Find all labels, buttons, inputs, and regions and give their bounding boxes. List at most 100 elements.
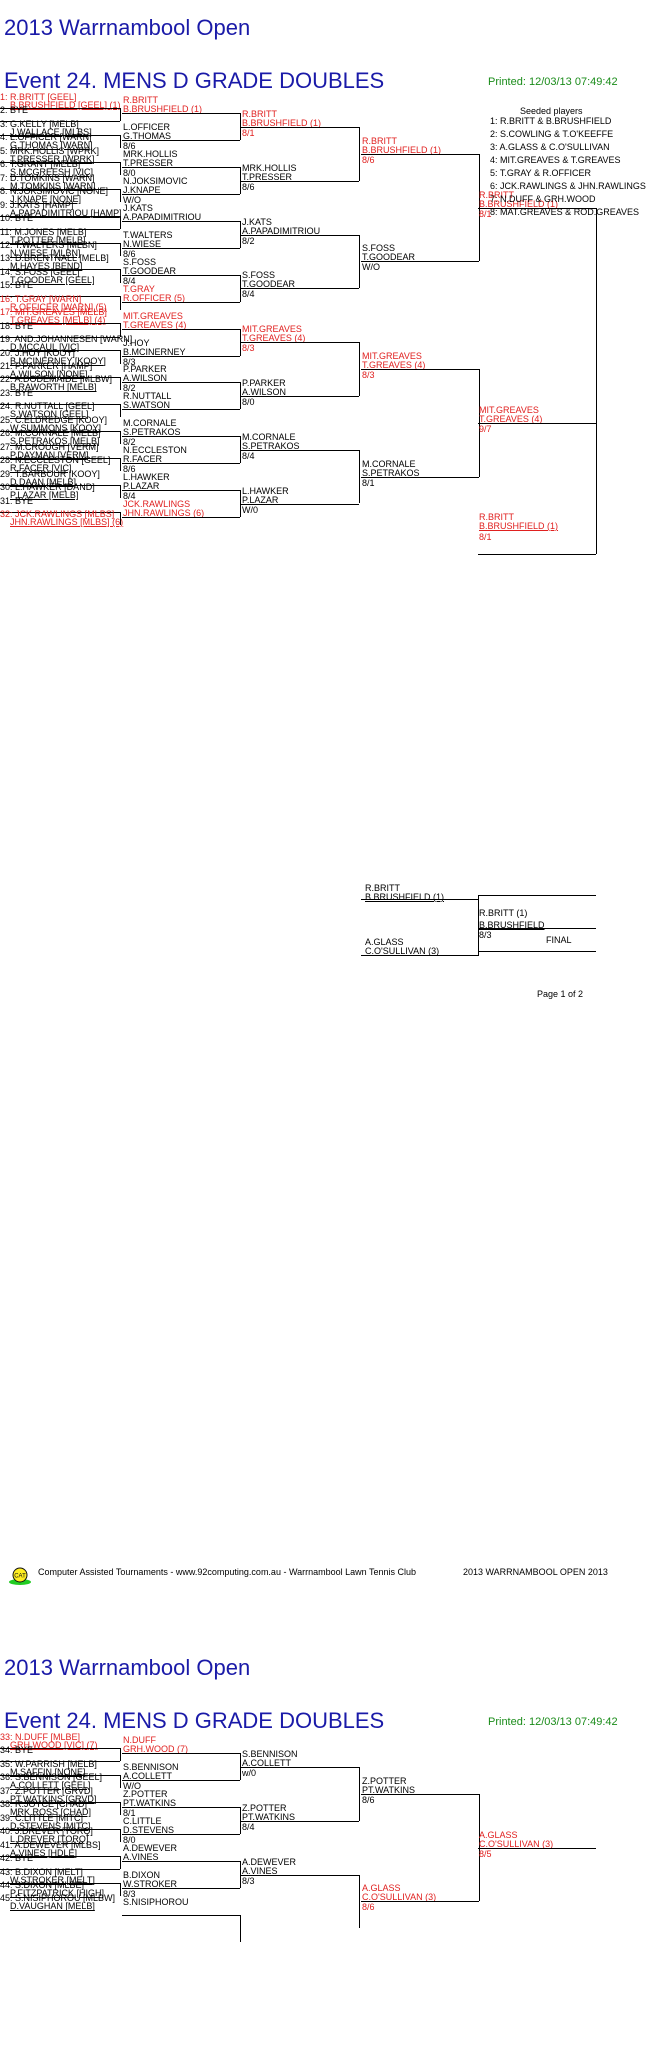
draw-entry[interactable]: 41: A.DEWEVER [MLBS] [0, 1839, 101, 1850]
match-winner-partner[interactable]: PT.WATKINS [123, 1798, 177, 1809]
draw-entry-partner[interactable]: P.DAYMAN [VERM] [10, 449, 89, 460]
draw-entry-partner[interactable]: S.MCGREESH [VIC] [10, 167, 94, 178]
match-winner[interactable]: N.JOKSIMOVIC [123, 176, 188, 187]
match-winner[interactable]: M.CORNALE [123, 418, 177, 429]
draw-entry-partner[interactable]: T.PRESSER [WPRK] [10, 153, 95, 164]
match-winner-partner[interactable]: A.COLLETT [123, 1771, 173, 1782]
match-winner-partner[interactable]: G.THOMAS [123, 131, 172, 142]
draw-entry-partner[interactable]: T.POTTER [MELB] [10, 234, 86, 245]
draw-entry[interactable]: 32: JCK.RAWLINGS [MLBS] [0, 508, 115, 519]
draw-entry[interactable]: 35: W.PARRISH [MELB] [0, 1758, 97, 1769]
match-winner[interactable]: T.WALTERS [123, 229, 173, 240]
match-winner[interactable]: MIT.GREAVES [242, 324, 302, 335]
match-winner[interactable]: A.DEWEVER [242, 1856, 297, 1867]
draw-entry[interactable]: 10: BYE [0, 213, 34, 224]
match-winner-partner[interactable]: T.GOODEAR [362, 252, 416, 263]
match-winner-partner[interactable]: T.PRESSER [123, 158, 174, 169]
match-winner-partner[interactable]: R.OFFICER (5) [123, 292, 185, 303]
match-winner-partner[interactable]: S.PETRAKOS [362, 467, 420, 478]
match-winner-partner[interactable]: T.GREAVES (4) [479, 413, 543, 424]
match-winner-partner[interactable]: A.PAPADIMITRIOU [123, 212, 202, 223]
draw-entry[interactable]: 4: L.OFFICER [WARN] [0, 132, 92, 143]
draw-entry[interactable]: 38: R.JOYCE [CHAD] [0, 1799, 88, 1810]
match-winner-partner[interactable]: W.STROKER [123, 1878, 178, 1889]
draw-entry[interactable]: 6: T.GRANT [MELB] [0, 159, 81, 170]
draw-entry-partner[interactable]: B.RAWORTH [MELB] [10, 382, 97, 393]
semi-winner-low-partner[interactable]: C.O'SULLIVAN (3) [365, 946, 440, 956]
match-winner[interactable]: R.BRITT [362, 135, 397, 146]
draw-entry[interactable]: 36: S.BENNISON [GEEL] [0, 1772, 103, 1783]
draw-entry[interactable]: 18: BYE [0, 320, 34, 331]
match-winner[interactable]: MRK.HOLLIS [242, 162, 297, 173]
draw-entry-partner[interactable]: D.MCCAUL [VIC] [10, 342, 80, 353]
final-winner-partner[interactable]: B.BRUSHFIELD [479, 920, 545, 930]
match-winner[interactable]: N.DUFF [123, 1735, 156, 1746]
match-winner[interactable]: J.KATS [242, 216, 272, 227]
draw-entry-partner[interactable]: W.SUMMONS [KOOY] [10, 422, 102, 433]
match-winner-partner[interactable]: A.VINES [123, 1852, 159, 1863]
match-winner-partner[interactable]: A.VINES [242, 1865, 278, 1876]
match-winner-partner[interactable]: T.PRESSER [242, 171, 293, 182]
draw-entry-partner[interactable]: MRK.ROSS [CHAD] [10, 1807, 92, 1818]
match-winner[interactable]: P.PARKER [123, 364, 167, 375]
draw-entry[interactable]: 3: G.KELLY [MELB] [0, 118, 79, 129]
match-winner[interactable]: L.HAWKER [242, 485, 289, 496]
draw-entry-partner[interactable]: N.WIESE [MLBN] [10, 247, 81, 258]
draw-entry-partner[interactable]: GRH.WOOD [VIC] (7) [10, 1740, 98, 1750]
match-winner[interactable]: B.DIXON [123, 1869, 161, 1880]
draw-entry-partner[interactable]: W.STROKER [MELT] [10, 1874, 95, 1885]
draw-entry[interactable]: 30: L.HAWKER [DAND] [0, 482, 95, 493]
match-winner[interactable]: J.KATS [123, 203, 153, 214]
match-winner-partner[interactable]: P.LAZAR [242, 494, 279, 505]
draw-entry[interactable]: 15: BYE [0, 280, 34, 291]
draw-entry[interactable]: 1: R.BRITT [GEEL] [0, 92, 77, 102]
draw-entry[interactable]: 12: T.WALTERS [MLBN] [0, 239, 97, 250]
draw-entry[interactable]: 33: N.DUFF [MLBE] [0, 1732, 81, 1742]
match-winner-partner[interactable]: C.O'SULLIVAN (3) [479, 1838, 554, 1849]
draw-entry[interactable]: 34: BYE [0, 1745, 34, 1756]
draw-entry[interactable]: 8: N.JOKSIMOVIC [NONE] [0, 186, 109, 197]
draw-entry-partner[interactable]: A.VINES [HDLE] [10, 1847, 78, 1858]
draw-entry-partner[interactable]: JHN.RAWLINGS [MLBS] (6) [10, 516, 124, 527]
draw-entry-partner[interactable]: P.LAZAR [MELB] [10, 490, 79, 501]
draw-entry[interactable]: 14: S.FOSS [GEEL] [0, 266, 80, 277]
match-winner[interactable]: A.GLASS [362, 1883, 401, 1894]
match-winner-partner[interactable]: C.O'SULLIVAN (3) [362, 1892, 437, 1903]
match-winner[interactable]: MIT.GREAVES [479, 404, 539, 415]
draw-entry[interactable]: 39: C.LITTLE [MITC] [0, 1812, 84, 1823]
draw-entry[interactable]: 31: BYE [0, 495, 34, 506]
draw-entry-partner[interactable]: S.PETRAKOS [MELB] [10, 436, 100, 447]
match-winner[interactable]: T.GRAY [123, 283, 155, 294]
draw-entry-partner[interactable]: J.KNAPE [NONE] [10, 194, 82, 205]
draw-entry-partner[interactable]: A.COLLETT [GEEL] [10, 1780, 91, 1791]
match-winner[interactable]: S.FOSS [242, 270, 276, 281]
match-winner[interactable]: R.BRITT [242, 108, 277, 119]
draw-entry[interactable]: 37: Z.POTTER [GRVD] [0, 1785, 93, 1796]
match-winner[interactable]: M.CORNALE [242, 431, 296, 442]
draw-entry[interactable]: 20: J.HOY [KOOY] [0, 347, 75, 358]
draw-entry[interactable]: 40: J.DREVER [TORQ] [0, 1826, 93, 1837]
match-winner[interactable]: S.FOSS [123, 256, 157, 267]
match-winner[interactable]: Z.POTTER [242, 1802, 287, 1813]
draw-entry-partner[interactable]: R.FACER [VIC] [10, 463, 72, 474]
match-winner-partner[interactable]: D.STEVENS [123, 1825, 175, 1836]
match-winner[interactable]: Z.POTTER [362, 1775, 407, 1786]
draw-entry[interactable]: 17: MIT.GREAVES [MELB] [0, 307, 107, 318]
match-winner[interactable]: MIT.GREAVES [123, 310, 183, 321]
match-winner[interactable]: A.GLASS [479, 1829, 518, 1840]
match-winner-partner[interactable]: S.PETRAKOS [242, 440, 300, 451]
match-winner-partner[interactable]: T.GREAVES (4) [242, 333, 306, 344]
quarter-winner[interactable]: R.BRITT [479, 512, 514, 522]
match-winner-partner[interactable]: PT.WATKINS [362, 1784, 416, 1795]
match-winner[interactable]: A.DEWEVER [123, 1843, 178, 1854]
match-winner-partner[interactable]: A.COLLETT [242, 1757, 292, 1768]
match-winner-partner[interactable]: R.FACER [123, 454, 163, 465]
match-winner[interactable]: S.NISIPHOROU [123, 1896, 189, 1907]
match-winner-partner[interactable]: B.BRUSHFIELD (1) [123, 104, 203, 115]
draw-entry-partner[interactable]: S.WATSON [GEEL] [10, 409, 89, 420]
match-winner[interactable]: M.CORNALE [362, 458, 416, 469]
match-winner-partner[interactable]: B.BRUSHFIELD (1) [362, 144, 442, 155]
final-winner[interactable]: R.BRITT (1) [479, 908, 528, 918]
draw-entry[interactable]: 13: D.BRENTNALL [MELB] [0, 253, 109, 264]
match-winner[interactable]: R.BRITT [123, 95, 158, 106]
